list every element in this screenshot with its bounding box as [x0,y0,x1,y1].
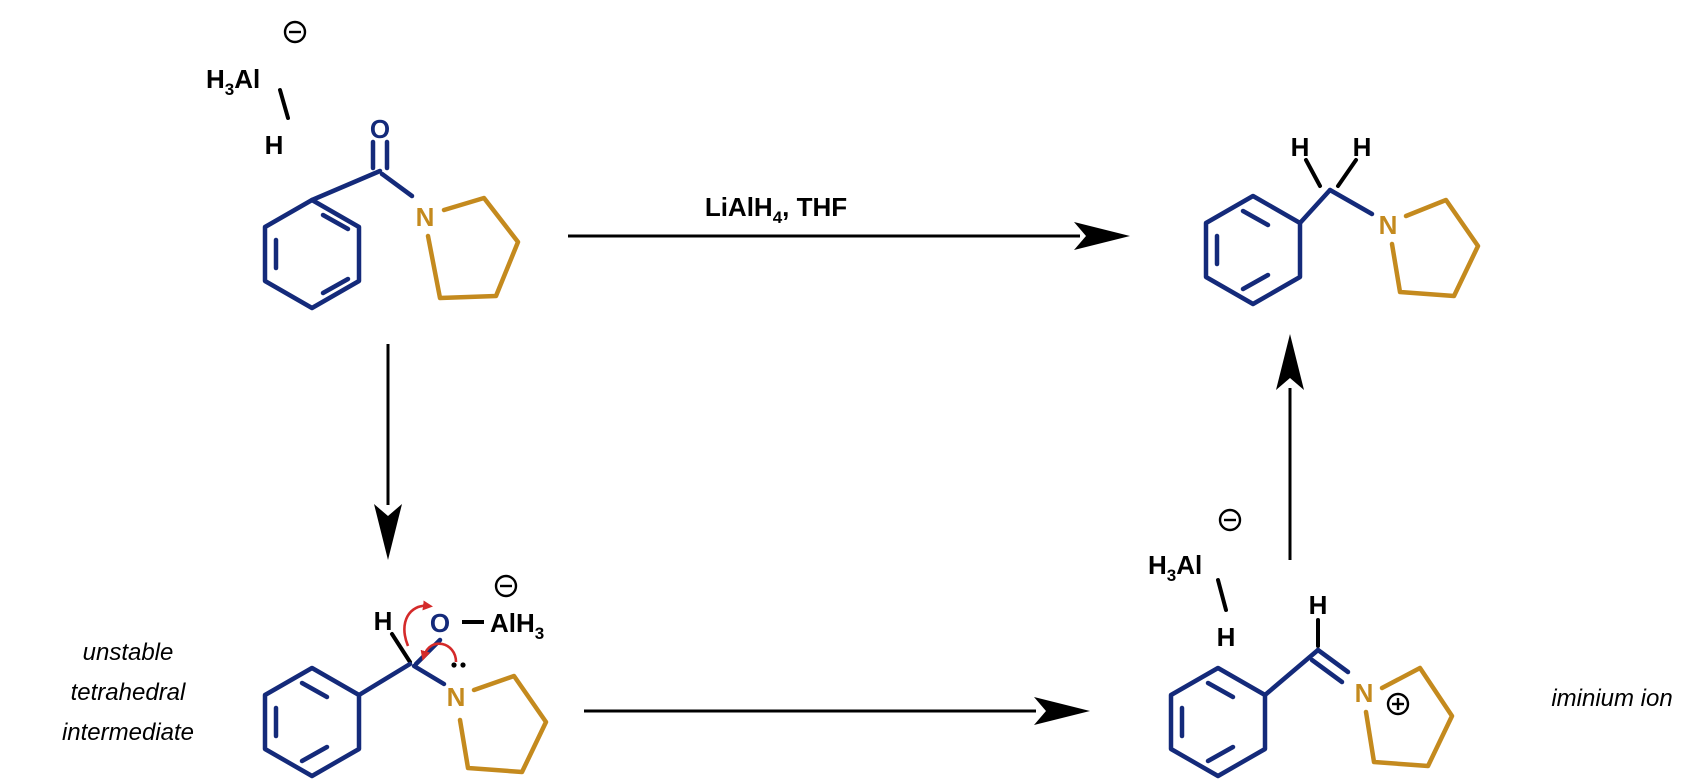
h3al-label: H3Al [1148,550,1202,585]
hydride-reagent-top-left: H3Al H [206,20,307,160]
down-reaction-arrow [374,344,402,560]
hydride-h-label: H [1217,622,1236,652]
hydride-reagent-bottom-right: H3Al H [1148,508,1242,652]
c-h-bond-right [1336,158,1358,188]
amine-product-molecule: H H N [1203,132,1481,307]
tetrahedral-intermediate-molecule: H O AlH3 N [262,574,549,779]
methylene-nitrogen-bond [1327,187,1375,217]
caption-line-2: tetrahedral [71,679,186,706]
pyrrolidine-ring [425,195,521,301]
up-reaction-arrow [1276,334,1304,560]
intermediate-nitrogen-label: N [447,682,466,712]
alh3-label: AlH3 [490,608,544,643]
h3al-label: H3Al [206,64,260,99]
negative-charge-icon [283,20,307,44]
iminium-h-label: H [1309,590,1328,620]
c-n-double-bond-b [1309,657,1345,685]
al-h-bond [1216,578,1228,612]
lone-pair-icon [451,662,466,668]
caption-line-3: intermediate [62,719,194,746]
methylene-h-right-label: H [1353,132,1372,162]
reagent-label: LiAlH4, THF [705,192,847,227]
starting-amide-molecule: O N [262,114,521,311]
bottom-reaction-arrow [584,697,1090,725]
iminium-caption: iminium ion [1551,685,1672,712]
amine-nitrogen-label: N [1379,210,1398,240]
pyrrolidine-ring [1363,665,1455,769]
positive-charge-icon [1386,692,1410,716]
intermediate-caption: unstable tetrahedral intermediate [62,639,194,746]
c-h-bond-left [1304,158,1322,188]
curly-arrow-n-icon [420,642,458,663]
benzene-ring [262,197,362,311]
electron-push-arrows [403,600,458,663]
c-n-double-bond-a [1315,647,1351,675]
carbonyl-nitrogen-bond [379,171,415,199]
top-reaction-arrow: LiAlH4, THF [568,192,1130,250]
phenyl-iminium-bond [1262,647,1321,698]
hydride-h-label: H [265,130,284,160]
alpha-h-label: H [374,606,393,636]
al-h-bond [278,88,290,120]
benzene-ring [262,665,362,779]
negative-charge-icon [1218,508,1242,532]
pyrrolidine-ring [457,673,549,775]
c-h-bond [390,632,412,664]
methylene-h-left-label: H [1291,132,1310,162]
carbonyl-oxygen-label: O [370,114,390,144]
phenyl-carbon-bond [356,661,413,698]
benzene-ring [1203,193,1303,307]
alkoxide-oxygen-label: O [430,608,450,638]
iminium-nitrogen-label: N [1355,678,1374,708]
curly-arrow-o-icon [403,600,433,647]
iminium-ion-molecule: H N [1168,590,1455,779]
phenyl-methylene-bond [1297,187,1333,226]
negative-charge-icon [494,574,518,598]
benzene-ring [1168,665,1268,779]
amide-nitrogen-label: N [416,202,435,232]
phenyl-carbonyl-bond [309,168,383,203]
caption-line-1: unstable [83,639,174,666]
pyrrolidine-ring [1389,197,1481,299]
c-n-bond [411,663,447,687]
